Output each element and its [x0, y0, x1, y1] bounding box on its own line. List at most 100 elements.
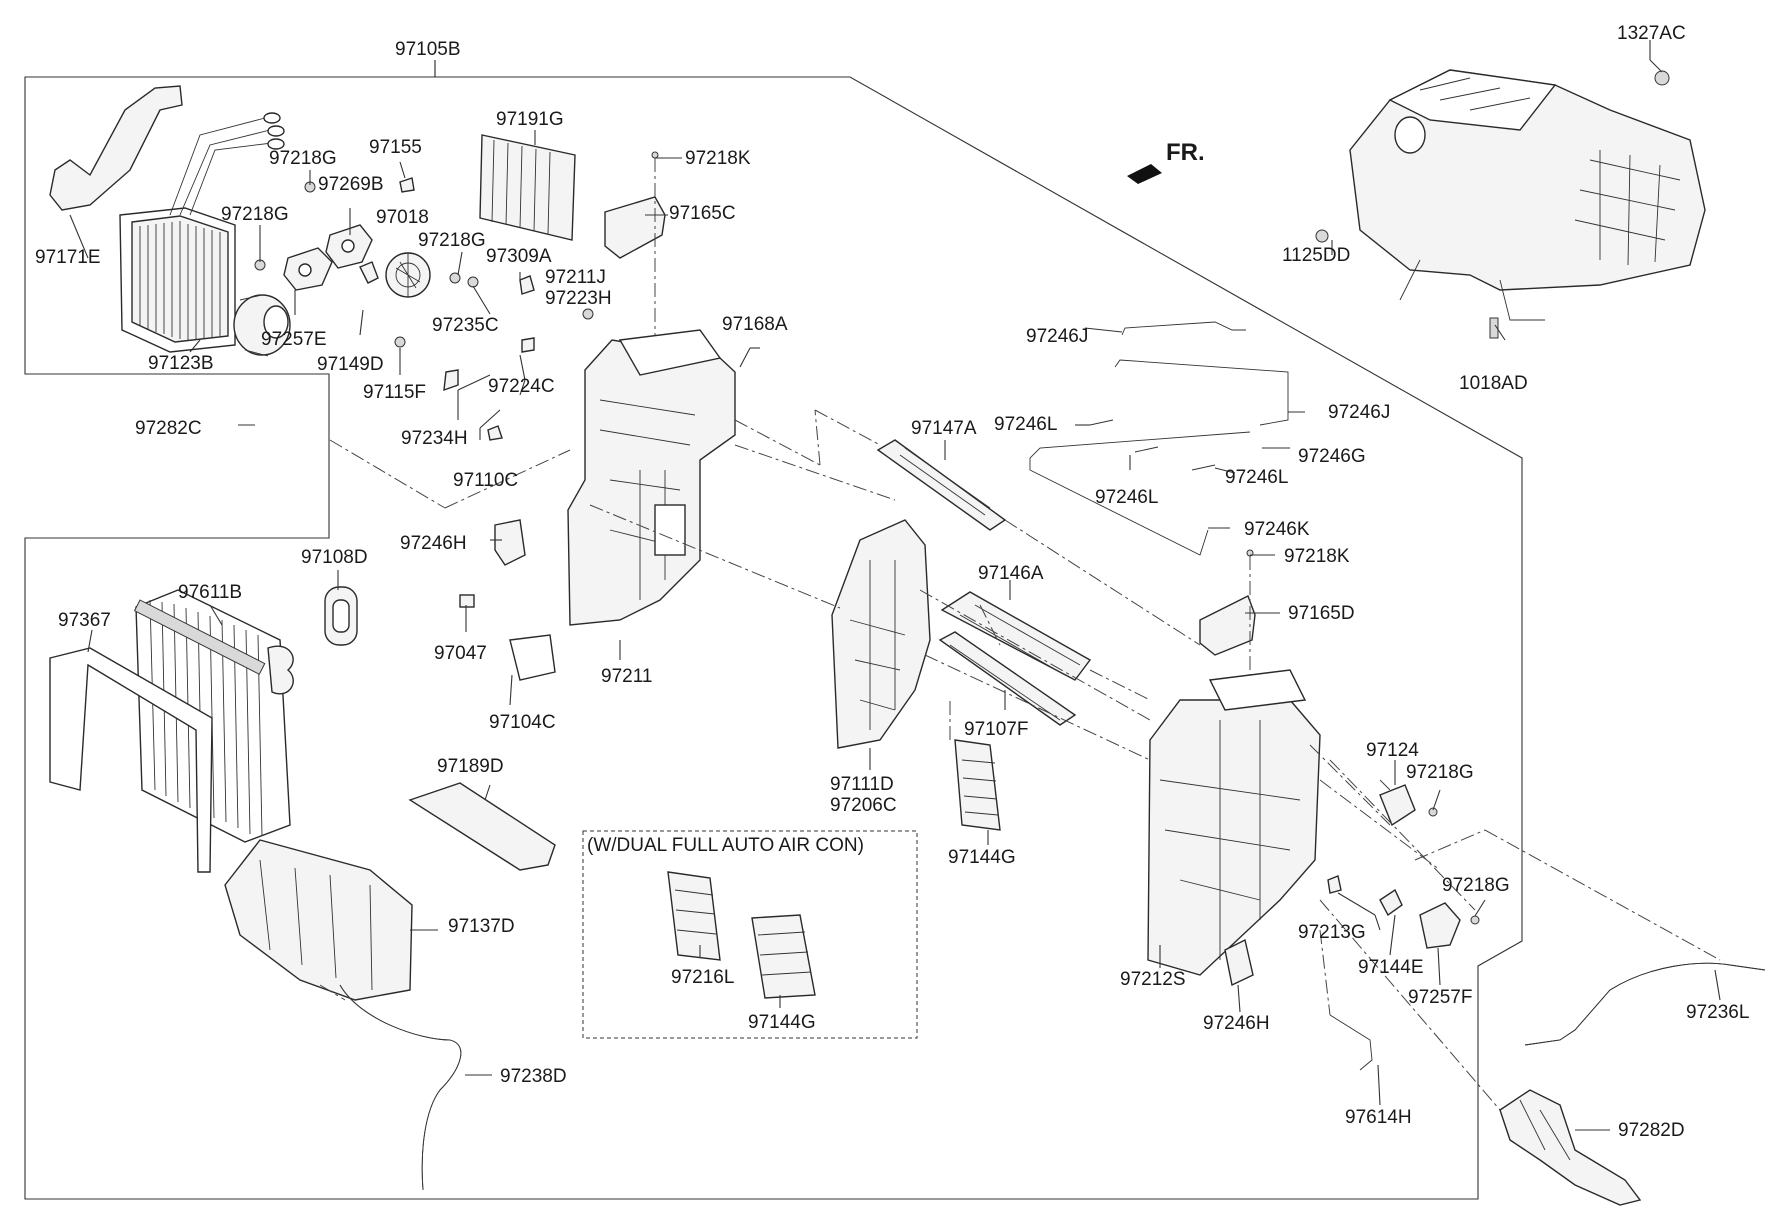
seal-97367-drawing	[49, 647, 213, 873]
part-label-97105b: 97105B	[395, 39, 461, 60]
part-label-97191g: 97191G	[496, 109, 564, 130]
part-label-97146a: 97146A	[978, 563, 1044, 584]
part-label-97108d: 97108D	[301, 547, 368, 568]
duct-97165d-drawing	[1199, 595, 1256, 656]
part-label-97246l: 97246L	[1095, 487, 1159, 508]
part-label-97123b: 97123B	[148, 353, 214, 374]
part-label-97218g: 97218G	[269, 148, 337, 169]
part-97213g-drawing	[1327, 875, 1342, 894]
seal-strips-drawing	[1029, 321, 1289, 556]
part-label-97282d: 97282D	[1618, 1120, 1685, 1141]
door-97216l-drawing	[667, 871, 721, 961]
sensor-97614h-drawing	[1329, 1014, 1373, 1071]
part-label-97047: 97047	[434, 643, 487, 664]
hvac-assembly-drawing	[1349, 69, 1706, 321]
part-label-97155: 97155	[369, 137, 422, 158]
part-label-97367: 97367	[58, 610, 111, 631]
part-label-97611b: 97611B	[178, 582, 243, 603]
part-label-97137d: 97137D	[448, 916, 515, 937]
part-label-97144g: 97144G	[748, 1012, 816, 1033]
part-label-97223h: 97223H	[545, 288, 612, 309]
part-label-97238d: 97238D	[500, 1066, 567, 1087]
part-label-97246l: 97246L	[994, 414, 1058, 435]
part-label-97171e: 97171E	[35, 247, 101, 268]
part-label-97168a: 97168A	[722, 314, 788, 335]
part-label-97246h: 97246H	[1203, 1013, 1270, 1034]
part-label-97115f: 97115F	[363, 382, 427, 403]
option-note: (W/DUAL FULL AUTO AIR CON)	[587, 835, 864, 856]
part-label-97257e: 97257E	[261, 329, 327, 350]
part-label-97212s: 97212S	[1120, 969, 1186, 990]
part-label-97124: 97124	[1366, 740, 1419, 761]
part-label-97246k: 97246K	[1244, 519, 1310, 540]
part-label-97144g: 97144G	[948, 847, 1016, 868]
motor-97282c-drawing	[233, 294, 291, 357]
actuator-97124-drawing	[1379, 784, 1416, 827]
assembly-dash-lines	[319, 409, 1721, 1111]
part-label-97236l: 97236L	[1686, 1002, 1750, 1023]
part-label-97147a: 97147A	[911, 418, 977, 439]
actuator-97257f-drawing	[1419, 902, 1461, 949]
case-97212s-drawing	[1147, 669, 1321, 976]
part-label-1018ad: 1018AD	[1459, 373, 1528, 394]
filter-small-drawing	[479, 134, 576, 241]
part-label-1327ac: 1327AC	[1617, 23, 1686, 44]
part-label-97246j: 97246J	[1328, 402, 1391, 423]
part-label-97246j: 97246J	[1026, 326, 1089, 347]
case-97111d-drawing	[831, 519, 931, 749]
clip-97047-drawing	[459, 594, 475, 608]
part-label-97110c: 97110C	[453, 470, 519, 491]
leader-lines	[69, 40, 1721, 1131]
duct-97189d-drawing	[408, 782, 556, 871]
part-label-97218g: 97218G	[418, 230, 486, 251]
seal-97246h-top-drawing	[494, 519, 526, 566]
part-label-97309a: 97309A	[486, 246, 552, 267]
part-label-97218k: 97218K	[1284, 546, 1350, 567]
lever-97144e-drawing	[1379, 888, 1403, 917]
part-label-97269b: 97269B	[318, 174, 384, 195]
part-label-97282c: 97282C	[135, 418, 202, 439]
part-label-97218g: 97218G	[221, 204, 289, 225]
heater-core-drawing	[119, 112, 285, 353]
part-label-97165c: 97165C	[669, 203, 736, 224]
part-label-97206c: 97206C	[830, 795, 897, 816]
part-label-97189d: 97189D	[437, 756, 504, 777]
part-label-97211: 97211	[601, 666, 653, 687]
part-label-97018: 97018	[376, 207, 429, 228]
gasket-97104c-drawing	[509, 634, 556, 681]
seal-97246h-bottom-drawing	[1224, 938, 1254, 987]
part-label-97149d: 97149D	[317, 354, 384, 375]
part-label-97107f: 97107F	[964, 719, 1029, 740]
part-label-97235c: 97235C	[432, 315, 499, 336]
front-direction-label: FR.	[1166, 139, 1205, 166]
part-label-97246h: 97246H	[400, 533, 467, 554]
actuator-right-drawing	[325, 224, 373, 269]
duct-97282d-drawing	[1499, 1089, 1642, 1206]
part-label-97213g: 97213G	[1298, 922, 1366, 943]
part-label-97218g: 97218G	[1442, 875, 1510, 896]
pipe-assembly-drawing	[49, 85, 183, 211]
door-97144g-drawing	[954, 739, 1001, 831]
evaporator-drawing	[133, 589, 294, 843]
part-label-97246l: 97246L	[1225, 467, 1289, 488]
part-label-97246g: 97246G	[1298, 446, 1366, 467]
part-label-97104c: 97104C	[489, 712, 556, 733]
part-label-97144e: 97144E	[1358, 957, 1424, 978]
actuator-left-drawing	[283, 247, 333, 291]
option-box	[582, 830, 918, 1039]
door-97144g-option-drawing	[751, 914, 816, 999]
part-label-97111d: 97111D	[830, 774, 894, 795]
door-97107f-drawing	[938, 631, 1077, 726]
part-label-97257f: 97257F	[1408, 987, 1473, 1008]
part-label-97614h: 97614H	[1345, 1107, 1412, 1128]
part-label-97165d: 97165D	[1288, 603, 1355, 624]
housing-97211-drawing	[567, 329, 736, 626]
part-label-1125dd: 1125DD	[1282, 245, 1351, 266]
part-label-97218g: 97218G	[1406, 762, 1474, 783]
door-97146a-drawing	[940, 591, 1092, 681]
part-label-97218k: 97218K	[685, 148, 751, 169]
duct-97165c-drawing	[604, 196, 666, 259]
case-97137d-drawing	[224, 839, 413, 1001]
